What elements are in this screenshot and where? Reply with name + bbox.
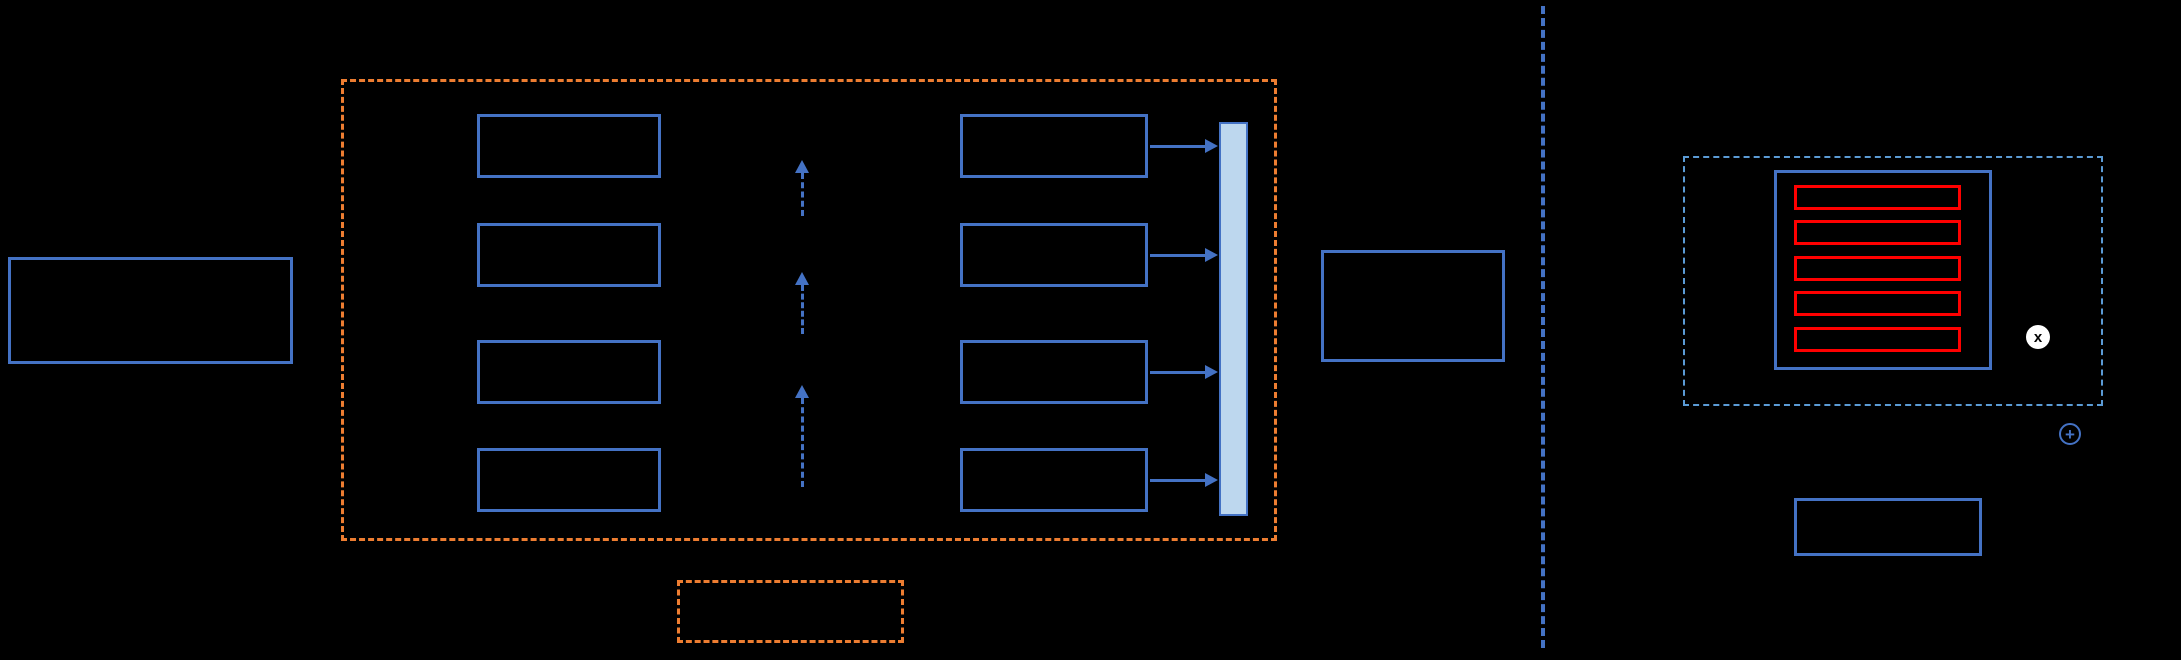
- stacked-layers-box: [1774, 170, 1992, 370]
- right-arrow: [1150, 365, 1218, 379]
- input-box: [8, 257, 293, 364]
- arrow-head-right: [1205, 248, 1218, 262]
- red-layer-bar: [1794, 291, 1961, 316]
- arrow-head-right: [1205, 365, 1218, 379]
- red-layer-bar: [1794, 220, 1961, 245]
- vertical-aggregation-bar: [1219, 122, 1248, 516]
- circle-plus-icon: +: [2059, 423, 2081, 445]
- result-box: [1794, 498, 1982, 556]
- arrow-shaft: [800, 173, 804, 216]
- right-column-box: [960, 223, 1148, 287]
- left-column-box: [477, 114, 661, 178]
- red-layer-bar: [1794, 185, 1961, 210]
- arrow-shaft: [800, 285, 804, 334]
- circle-x-icon: x: [2026, 325, 2050, 349]
- arrow-head-up: [795, 272, 809, 285]
- left-column-box: [477, 223, 661, 287]
- output-box: [1321, 250, 1505, 362]
- arrow-head-right: [1205, 473, 1218, 487]
- right-column-box: [960, 340, 1148, 404]
- arrow-shaft: [1150, 144, 1205, 148]
- red-layer-bar: [1794, 256, 1961, 281]
- section-divider-line: [1541, 6, 1545, 648]
- right-column-box: [960, 448, 1148, 512]
- arrow-shaft: [800, 398, 804, 487]
- blue-dashed-container: [1683, 156, 2103, 406]
- legend-dashed-box: [677, 580, 904, 643]
- dashed-up-arrow: [795, 160, 809, 216]
- arrow-shaft: [1150, 478, 1205, 482]
- arrow-shaft: [1150, 370, 1205, 374]
- dashed-up-arrow: [795, 272, 809, 334]
- right-column-box: [960, 114, 1148, 178]
- arrow-head-up: [795, 385, 809, 398]
- left-column-box: [477, 448, 661, 512]
- dashed-up-arrow: [795, 385, 809, 487]
- right-arrow: [1150, 139, 1218, 153]
- right-arrow: [1150, 248, 1218, 262]
- right-arrow: [1150, 473, 1218, 487]
- arrow-head-up: [795, 160, 809, 173]
- left-column-box: [477, 340, 661, 404]
- orange-dashed-container: [341, 79, 1277, 541]
- arrow-head-right: [1205, 139, 1218, 153]
- red-layer-bar: [1794, 327, 1961, 352]
- arrow-shaft: [1150, 253, 1205, 257]
